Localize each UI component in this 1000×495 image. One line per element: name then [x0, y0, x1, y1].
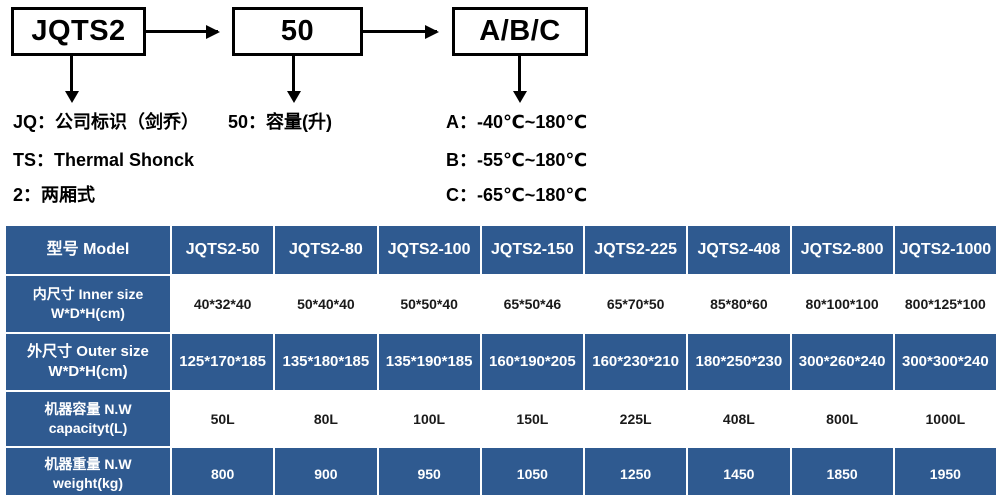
row-label-capacity: 机器容量 N.W capacityt(L): [6, 392, 170, 446]
arrow-right-icon: [146, 24, 220, 39]
temperature-grade-box: A/B/C: [452, 7, 588, 56]
arrow-down-icon: [512, 56, 527, 103]
cell-weight-4: 1250: [585, 448, 687, 495]
capacity-box-label: 50: [280, 15, 315, 47]
table-row-outer-size: 外尺寸 Outer size W*D*H(cm) 125*170*185 135…: [6, 334, 996, 390]
cell-outer-2: 135*190*185: [378, 334, 480, 390]
cell-inner-0: 40*32*40: [172, 276, 274, 332]
header-model-3: JQTS2-150: [481, 226, 583, 274]
model-prefix-box: JQTS2: [11, 7, 146, 56]
cell-outer-5: 180*250*230: [688, 334, 790, 390]
cell-capacity-3: 150L: [481, 392, 583, 446]
row-label-weight: 机器重量 N.W weight(kg): [6, 448, 170, 495]
legend-two: 2：两厢式: [13, 185, 96, 205]
legend-grade-c: C：-65℃~180℃: [446, 185, 588, 205]
legend-fifty: 50：容量(升): [228, 112, 333, 132]
specification-table: 型号 Model JQTS2-50 JQTS2-80 JQTS2-100 JQT…: [4, 224, 998, 495]
cell-inner-6: 80*100*100: [791, 276, 893, 332]
model-naming-diagram: JQTS2 50 A/B/C JQ：公司标识（剑乔） TS：Thermal Sh…: [0, 0, 1000, 218]
cell-capacity-5: 408L: [688, 392, 790, 446]
header-model-1: JQTS2-80: [275, 226, 377, 274]
row-label-line1: 机器容量 N.W: [44, 401, 132, 418]
table-row-inner-size: 内尺寸 Inner size W*D*H(cm) 40*32*40 50*40*…: [6, 276, 996, 332]
cell-weight-3: 1050: [481, 448, 583, 495]
header-model-5: JQTS2-408: [688, 226, 790, 274]
cell-weight-2: 950: [378, 448, 480, 495]
row-label-line2: weight(kg): [53, 475, 123, 491]
cell-inner-5: 85*80*60: [688, 276, 790, 332]
specification-table-wrapper: 型号 Model JQTS2-50 JQTS2-80 JQTS2-100 JQT…: [4, 224, 998, 495]
cell-inner-1: 50*40*40: [275, 276, 377, 332]
arrow-right-icon: [363, 24, 439, 39]
cell-weight-0: 800: [172, 448, 274, 495]
table-row-capacity: 机器容量 N.W capacityt(L) 50L 80L 100L 150L …: [6, 392, 996, 446]
cell-inner-3: 65*50*46: [481, 276, 583, 332]
header-model-2: JQTS2-100: [378, 226, 480, 274]
cell-inner-4: 65*70*50: [585, 276, 687, 332]
arrow-down-icon: [286, 56, 301, 103]
cell-outer-3: 160*190*205: [481, 334, 583, 390]
cell-weight-6: 1850: [791, 448, 893, 495]
header-model-0: JQTS2-50: [172, 226, 274, 274]
cell-capacity-2: 100L: [378, 392, 480, 446]
cell-outer-6: 300*260*240: [791, 334, 893, 390]
capacity-box: 50: [232, 7, 363, 56]
legend-grade-b: B：-55℃~180℃: [446, 150, 588, 170]
header-model-4: JQTS2-225: [585, 226, 687, 274]
row-label-line2: capacityt(L): [48, 420, 128, 436]
temperature-grade-box-label: A/B/C: [479, 15, 561, 47]
cell-capacity-1: 80L: [275, 392, 377, 446]
table-row-weight: 机器重量 N.W weight(kg) 800 900 950 1050 125…: [6, 448, 996, 495]
cell-capacity-6: 800L: [791, 392, 893, 446]
legend-grade-a: A：-40℃~180℃: [446, 112, 588, 132]
row-label-line2: W*D*H(cm): [51, 305, 125, 321]
header-model-6: JQTS2-800: [791, 226, 893, 274]
cell-capacity-7: 1000L: [894, 392, 996, 446]
row-label-inner-size: 内尺寸 Inner size W*D*H(cm): [6, 276, 170, 332]
row-label-line1: 外尺寸 Outer size: [27, 342, 149, 360]
row-label-line2: W*D*H(cm): [48, 363, 128, 380]
cell-outer-1: 135*180*185: [275, 334, 377, 390]
arrow-down-icon: [64, 56, 79, 103]
cell-outer-0: 125*170*185: [172, 334, 274, 390]
cell-outer-4: 160*230*210: [585, 334, 687, 390]
cell-outer-7: 300*300*240: [894, 334, 996, 390]
cell-weight-5: 1450: [688, 448, 790, 495]
table-header-row: 型号 Model JQTS2-50 JQTS2-80 JQTS2-100 JQT…: [6, 226, 996, 274]
legend-ts: TS：Thermal Shonck: [13, 150, 195, 170]
cell-capacity-0: 50L: [172, 392, 274, 446]
header-model-7: JQTS2-1000: [894, 226, 996, 274]
header-label-model: 型号 Model: [6, 226, 170, 274]
row-label-line1: 内尺寸 Inner size: [32, 286, 144, 303]
row-label-line1: 机器重量 N.W: [44, 456, 132, 473]
legend-jq: JQ：公司标识（剑乔）: [13, 112, 200, 132]
row-label-outer-size: 外尺寸 Outer size W*D*H(cm): [6, 334, 170, 390]
cell-inner-2: 50*50*40: [378, 276, 480, 332]
cell-weight-7: 1950: [894, 448, 996, 495]
cell-capacity-4: 225L: [585, 392, 687, 446]
cell-inner-7: 800*125*100: [894, 276, 996, 332]
model-prefix-box-label: JQTS2: [31, 15, 126, 47]
cell-weight-1: 900: [275, 448, 377, 495]
